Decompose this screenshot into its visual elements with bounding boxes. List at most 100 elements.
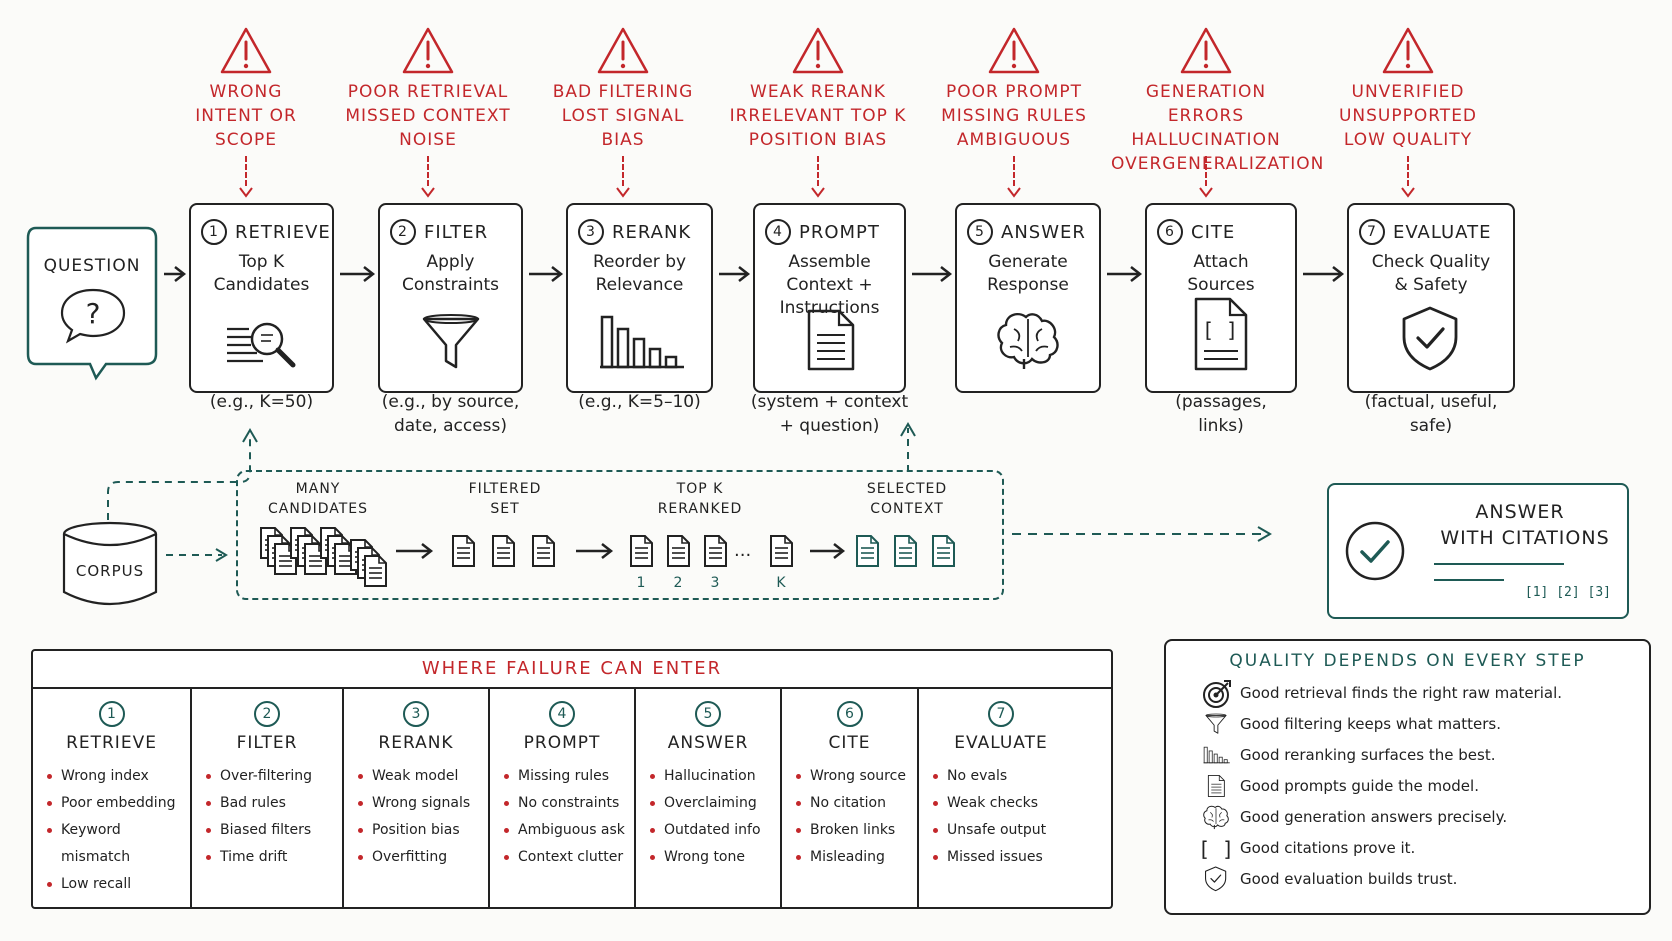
document-icon — [894, 535, 917, 567]
warning-line: IRRELEVANT TOP K — [729, 106, 907, 126]
flow-stage-line: CANDIDATES — [267, 501, 369, 517]
step-note-line: + question) — [779, 416, 880, 436]
quality-row: Good reranking surfaces the best. — [1166, 739, 1649, 770]
quality-text: Good generation answers precisely. — [1240, 807, 1508, 826]
failure-item: Missing rules — [504, 763, 634, 790]
warning-connector — [1013, 156, 1015, 186]
failure-column-number: 2 — [254, 701, 280, 727]
warning-connector — [622, 156, 624, 186]
step-title: CITE — [1191, 221, 1236, 243]
flow-arrow — [912, 266, 953, 282]
step-icon-wrap: [ ] — [1147, 295, 1295, 377]
warning-arrowhead — [616, 187, 630, 198]
warning-triangle-icon — [220, 27, 272, 74]
document-icon — [704, 535, 727, 567]
warning-line: BAD FILTERING — [552, 82, 694, 102]
failure-item: No evals — [933, 763, 1083, 790]
failure-item: Poor embedding — [47, 790, 190, 817]
warning-line: LOW QUALITY — [1343, 130, 1473, 150]
rank-label: K — [776, 575, 786, 591]
step-note-line: date, access) — [393, 416, 508, 436]
step-description-line: Sources — [1187, 275, 1255, 295]
step-title: RERANK — [612, 221, 692, 243]
failure-item: Context clutter — [504, 844, 634, 871]
cited-document-icon: [ ] — [1194, 297, 1248, 371]
warning-line: WRONG — [209, 82, 283, 102]
quality-icon-wrap — [1192, 865, 1240, 893]
target-icon — [1203, 679, 1231, 708]
step-number: 3 — [578, 219, 604, 245]
quality-icon-wrap — [1192, 678, 1240, 708]
answer-text-line — [1434, 579, 1504, 581]
warning-connector — [1205, 156, 1207, 186]
step-number: 1 — [201, 219, 227, 245]
failure-column-number-wrap: 2 — [192, 701, 342, 727]
step-description: Check Quality& Safety — [1349, 251, 1513, 297]
document-icon — [532, 535, 555, 567]
quality-icon-wrap: [ ] — [1192, 834, 1240, 862]
flow-arrow — [396, 543, 434, 559]
failure-item: Outdated info — [650, 817, 780, 844]
failure-column-number: 6 — [836, 701, 863, 727]
step-note-line: (factual, useful, — [1364, 392, 1498, 412]
step-description-line: Top K — [238, 252, 285, 272]
failure-table-title: WHERE FAILURE CAN ENTER — [33, 651, 1111, 689]
warning-connector — [245, 156, 247, 186]
warning-line: NOISE — [399, 130, 457, 150]
step-number: 5 — [967, 219, 993, 245]
step-title: FILTER — [424, 221, 489, 243]
document-icon — [630, 535, 653, 567]
failure-column-number-wrap: 7 — [919, 701, 1083, 727]
context-to-prompt-connector — [900, 422, 916, 472]
failure-item: Weak model — [358, 763, 488, 790]
quality-box: QUALITY DEPENDS ON EVERY STEP Good retri… — [1164, 639, 1651, 915]
step-number: 7 — [1359, 219, 1385, 245]
check-circle-icon — [1345, 521, 1405, 581]
funnel-icon — [422, 314, 479, 369]
warning-arrowhead — [1401, 187, 1415, 198]
failure-item: Keyword mismatch — [47, 817, 190, 871]
failure-item: Overfitting — [358, 844, 488, 871]
step-number: 6 — [1157, 219, 1183, 245]
warning-triangle-icon — [792, 27, 844, 74]
failure-column-title: PROMPT — [523, 733, 601, 753]
answer-title-1: ANSWER — [1475, 501, 1565, 523]
warning-arrowhead — [239, 187, 253, 198]
quality-text: Good prompts guide the model. — [1240, 776, 1479, 795]
failure-item: Bad rules — [206, 790, 342, 817]
failure-item: Wrong source — [796, 763, 917, 790]
failure-column-number: 5 — [695, 701, 721, 727]
step-description-line: Check Quality — [1371, 252, 1491, 272]
step-description-line: Assemble — [788, 252, 871, 272]
quality-title: QUALITY DEPENDS ON EVERY STEP — [1229, 651, 1586, 671]
warning-arrowhead — [811, 187, 825, 198]
flow-stage-line: RERANKED — [657, 501, 743, 517]
failure-item: Unsafe output — [933, 817, 1083, 844]
retrieval-flow-box — [236, 470, 1004, 600]
step-header: 3 RERANK — [578, 219, 705, 245]
flow-arrow — [719, 266, 751, 282]
step-description-line: Constraints — [402, 275, 499, 295]
quality-text: Good retrieval finds the right raw mater… — [1240, 683, 1563, 702]
rank-label: 2 — [673, 575, 683, 591]
step-number: 2 — [390, 219, 416, 245]
flow-stage-line: CONTEXT — [870, 501, 944, 517]
failure-column-title: CITE — [828, 733, 871, 753]
warning-connector — [427, 156, 429, 186]
quality-row: Good generation answers precisely. — [1166, 801, 1649, 832]
answer-title-2: WITH CITATIONS — [1440, 527, 1610, 549]
